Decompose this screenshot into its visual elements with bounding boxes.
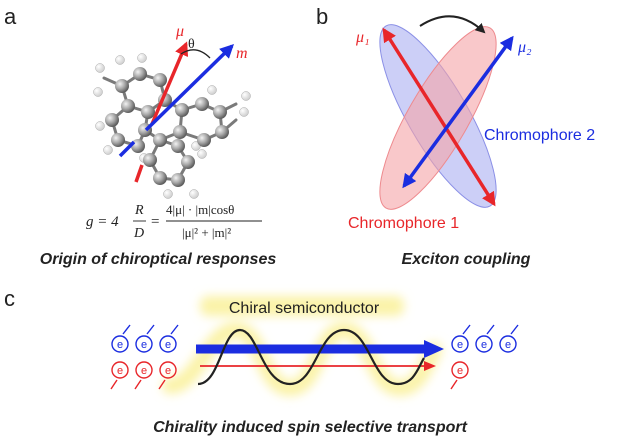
theta-label: θ	[188, 37, 195, 52]
chromophore-2-label: Chromophore 2	[484, 127, 595, 144]
svg-text:e: e	[165, 339, 171, 351]
electron-spin-up: e	[135, 324, 155, 353]
semiconductor-title: Chiral semiconductor	[229, 300, 380, 317]
svg-text:e: e	[141, 339, 147, 351]
panel-b-letter: b	[316, 4, 328, 29]
m-label: m	[236, 45, 248, 62]
panel-c-letter: c	[4, 286, 15, 311]
svg-text:e: e	[117, 339, 123, 351]
chiral-helix	[197, 328, 425, 386]
panel-a-caption: Origin of chiroptical responses	[40, 251, 277, 268]
panel-c: c Chiral semiconductor e e	[4, 286, 519, 436]
spin-up-arrowhead	[424, 340, 444, 358]
panel-c-caption: Chirality induced spin selective transpo…	[153, 419, 468, 436]
mu2-dipole-arrow	[402, 35, 514, 189]
electron-spin-up: e	[499, 324, 519, 353]
electron-spin-down: e	[158, 361, 177, 390]
left-electrons-spin-down: e e e	[110, 361, 177, 390]
left-electrons-spin-up: e e e	[111, 324, 179, 353]
m-vector	[144, 44, 235, 132]
eq-rhs-num: 4|μ| · |m|cosθ	[166, 202, 234, 217]
panel-a-letter: a	[4, 4, 17, 29]
svg-text:e: e	[117, 365, 123, 377]
electron-spin-up: e	[475, 324, 495, 353]
spin-down-arrowhead	[424, 361, 436, 371]
electron-spin-down: e	[110, 361, 129, 390]
eq-rhs-den: |μ|² + |m|²	[182, 225, 231, 240]
panel-a: a	[4, 4, 276, 268]
svg-text:e: e	[505, 339, 511, 351]
eq-lhs: g = 4	[86, 214, 119, 230]
panel-b: b μ₁ μ₂ Chromophore 2 Chromophore 1 Exci…	[316, 4, 595, 268]
electron-spin-up: e	[111, 324, 131, 353]
theta-arc	[180, 49, 211, 59]
electron-spin-up: e	[451, 324, 471, 353]
electron-spin-down: e	[450, 361, 469, 390]
svg-text:e: e	[457, 339, 463, 351]
g-factor-equation: g = 4 R D = 4|μ| · |m|cosθ |μ|² + |m|²	[86, 202, 262, 241]
chromophore-1-label: Chromophore 1	[348, 215, 459, 232]
mu-label: μ	[175, 23, 184, 40]
svg-text:e: e	[141, 365, 147, 377]
mu2-label: μ₂	[517, 39, 532, 56]
electron-spin-up: e	[159, 324, 179, 353]
right-electrons-spin-down: e	[450, 361, 469, 390]
eq-equals: =	[151, 214, 159, 230]
hydrogen-atoms	[93, 53, 251, 199]
molecule-model	[93, 53, 251, 199]
coupling-arrow	[419, 15, 486, 34]
svg-text:e: e	[165, 365, 171, 377]
m-vector-tail	[118, 140, 136, 158]
eq-frac-num: R	[134, 203, 144, 218]
electron-spin-down: e	[134, 361, 153, 390]
mu-vector-tail	[134, 164, 144, 183]
semiconductor-glow	[162, 296, 442, 397]
panel-b-caption: Exciton coupling	[402, 251, 531, 268]
mu1-label: μ₁	[355, 29, 370, 46]
eq-frac-den: D	[133, 226, 144, 241]
right-electrons-spin-up: e e e	[451, 324, 519, 353]
svg-text:e: e	[457, 365, 463, 377]
mu-vector	[150, 41, 189, 125]
carbon-atoms	[105, 67, 229, 187]
svg-text:e: e	[481, 339, 487, 351]
